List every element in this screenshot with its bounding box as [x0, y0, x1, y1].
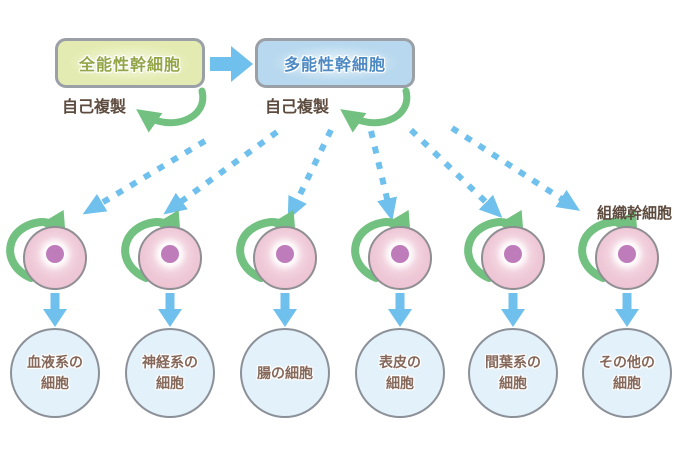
cell-label-line: 神経系の: [142, 354, 198, 370]
nucleus-icon: [504, 245, 522, 264]
self-renewal-arrow-right-icon: [340, 87, 411, 133]
differentiation-arrows: [82, 125, 581, 222]
pluripotent-stem-cell-box: 多能性幹細胞: [255, 38, 415, 88]
cell-label-line: 細胞: [499, 375, 527, 391]
cell-label-line: 細胞: [41, 375, 69, 391]
tissue-stem-cell-icon: [481, 226, 545, 290]
cell-label-line: 表皮の: [379, 354, 421, 370]
cell-label-line: 細胞: [386, 375, 414, 391]
cell-label-line: 腸の細胞: [257, 364, 313, 381]
differentiated-cell-intestine: 腸の細胞: [240, 328, 330, 418]
tissue-stem-cell-icon: [595, 226, 659, 290]
totipotent-stem-cell-box: 全能性幹細胞: [55, 38, 205, 88]
nucleus-icon: [618, 245, 636, 264]
totipotent-to-pluripotent-arrow-icon: [210, 46, 253, 82]
down-arrows: [43, 293, 639, 327]
tissue-stem-cell-icon: [368, 226, 432, 290]
tissue-stem-cell-icon: [23, 226, 87, 290]
cell-label-line: 間葉系の: [485, 354, 541, 370]
self-renewal-label-left: 自己複製: [62, 99, 127, 116]
cell-label-line: その他の: [599, 354, 655, 370]
differentiated-cell-mesenchyme: 間葉系の 細胞: [468, 328, 558, 418]
self-renewal-label-right: 自己複製: [265, 99, 330, 116]
tissue-stem-cell-icon: [138, 226, 202, 290]
nucleus-icon: [46, 245, 64, 264]
nucleus-icon: [276, 245, 294, 264]
tissue-stem-cell-icon: [253, 226, 317, 290]
differentiated-cell-blood: 血液系の 細胞: [10, 328, 100, 418]
tissue-stem-cell-label: 組織幹細胞: [597, 205, 673, 222]
nucleus-icon: [161, 245, 179, 264]
self-renewal-arrow-left-icon: [136, 87, 207, 133]
pluripotent-stem-cell-label: 多能性幹細胞: [283, 57, 386, 74]
cell-label-line: 細胞: [156, 375, 184, 391]
cell-label-line: 細胞: [613, 375, 641, 391]
cell-label-line: 血液系の: [27, 354, 83, 370]
differentiated-cell-other: その他の 細胞: [582, 328, 672, 418]
differentiated-cell-nerve: 神経系の 細胞: [125, 328, 215, 418]
differentiated-cell-epidermis: 表皮の 細胞: [355, 328, 445, 418]
totipotent-stem-cell-label: 全能性幹細胞: [78, 57, 181, 74]
nucleus-icon: [391, 245, 409, 264]
